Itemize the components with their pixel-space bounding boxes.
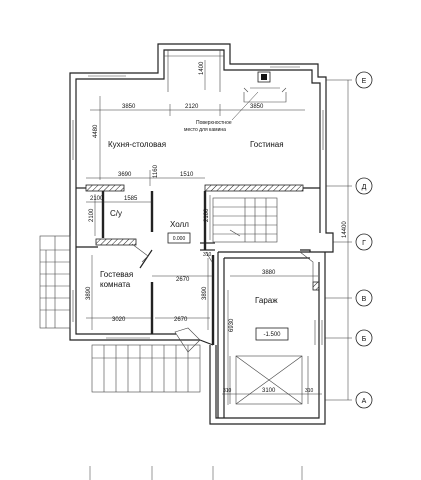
interior-walls	[76, 184, 320, 346]
dim-d2: 1510	[180, 172, 194, 178]
room-living-label: Гостиная	[250, 140, 284, 149]
svg-text:0.000: 0.000	[173, 236, 186, 242]
dim-bay: 1400	[199, 61, 205, 75]
svg-text:А: А	[362, 398, 367, 405]
note-line-2: место для камина	[184, 127, 226, 133]
fireplace	[243, 71, 287, 103]
dim-d10: 3890	[86, 286, 92, 300]
axis-marker-e: Е	[355, 71, 373, 89]
dim-d15: 6930	[229, 318, 235, 332]
dim-d3: 1160	[153, 164, 159, 178]
svg-text:В: В	[362, 296, 367, 303]
dim-overall: 14400	[342, 221, 348, 238]
axis-marker-a: А	[355, 391, 373, 409]
room-guest-label-2: комната	[100, 280, 131, 289]
dim-d18: 310	[305, 388, 314, 394]
dim-d5: 1585	[124, 196, 138, 202]
svg-text:Е: Е	[362, 78, 367, 85]
doors	[131, 243, 314, 353]
svg-text:-1.500: -1.500	[263, 332, 281, 338]
axis-marker-d: Д	[355, 177, 373, 195]
svg-text:Б: Б	[362, 336, 367, 343]
axis-marker-v: В	[355, 289, 373, 307]
staircase	[212, 197, 278, 243]
windows	[72, 66, 324, 322]
garage-pit	[229, 281, 323, 405]
dim-top-mid: 2120	[185, 104, 199, 110]
dim-top-left: 3850	[122, 104, 136, 110]
room-guest-label-1: Гостевая	[100, 270, 133, 279]
axis-grid	[89, 79, 352, 480]
bottom-stair	[91, 337, 201, 393]
axis-marker-g: Г	[355, 233, 373, 251]
dim-d17: 3100	[262, 388, 276, 394]
room-kitchen-label: Кухня-столовая	[108, 140, 166, 149]
dim-d6: 2100	[89, 208, 95, 222]
level-mark-garage: -1.500	[255, 327, 289, 341]
svg-text:Д: Д	[362, 184, 367, 191]
dim-top-right: 3850	[250, 104, 264, 110]
dim-d13: 3020	[112, 317, 126, 323]
room-bath-label: С/у	[110, 209, 122, 218]
top-bay	[164, 50, 224, 92]
dim-d14: 2670	[174, 317, 188, 323]
level-mark-hall: 0.000	[167, 232, 191, 244]
dim-d8: 310	[203, 252, 212, 258]
dimension-lines	[86, 60, 322, 405]
outer-walls	[69, 43, 334, 425]
svg-text:Г: Г	[362, 240, 366, 247]
room-garage-label: Гараж	[255, 296, 278, 305]
note-line-1: Поверхностное	[196, 120, 232, 126]
dim-d11: 2670	[176, 277, 190, 283]
dim-d9: 3880	[262, 270, 276, 276]
left-stair	[39, 235, 71, 329]
dim-d1: 3690	[118, 172, 132, 178]
dim-d16: 310	[223, 388, 232, 394]
room-hall-label: Холл	[170, 220, 189, 229]
axis-marker-b: Б	[355, 329, 373, 347]
dim-kitchen-height: 4480	[93, 124, 99, 138]
dim-d4: 2100	[90, 196, 104, 202]
dim-d7: 2100	[204, 208, 210, 222]
dim-d12: 3890	[202, 286, 208, 300]
